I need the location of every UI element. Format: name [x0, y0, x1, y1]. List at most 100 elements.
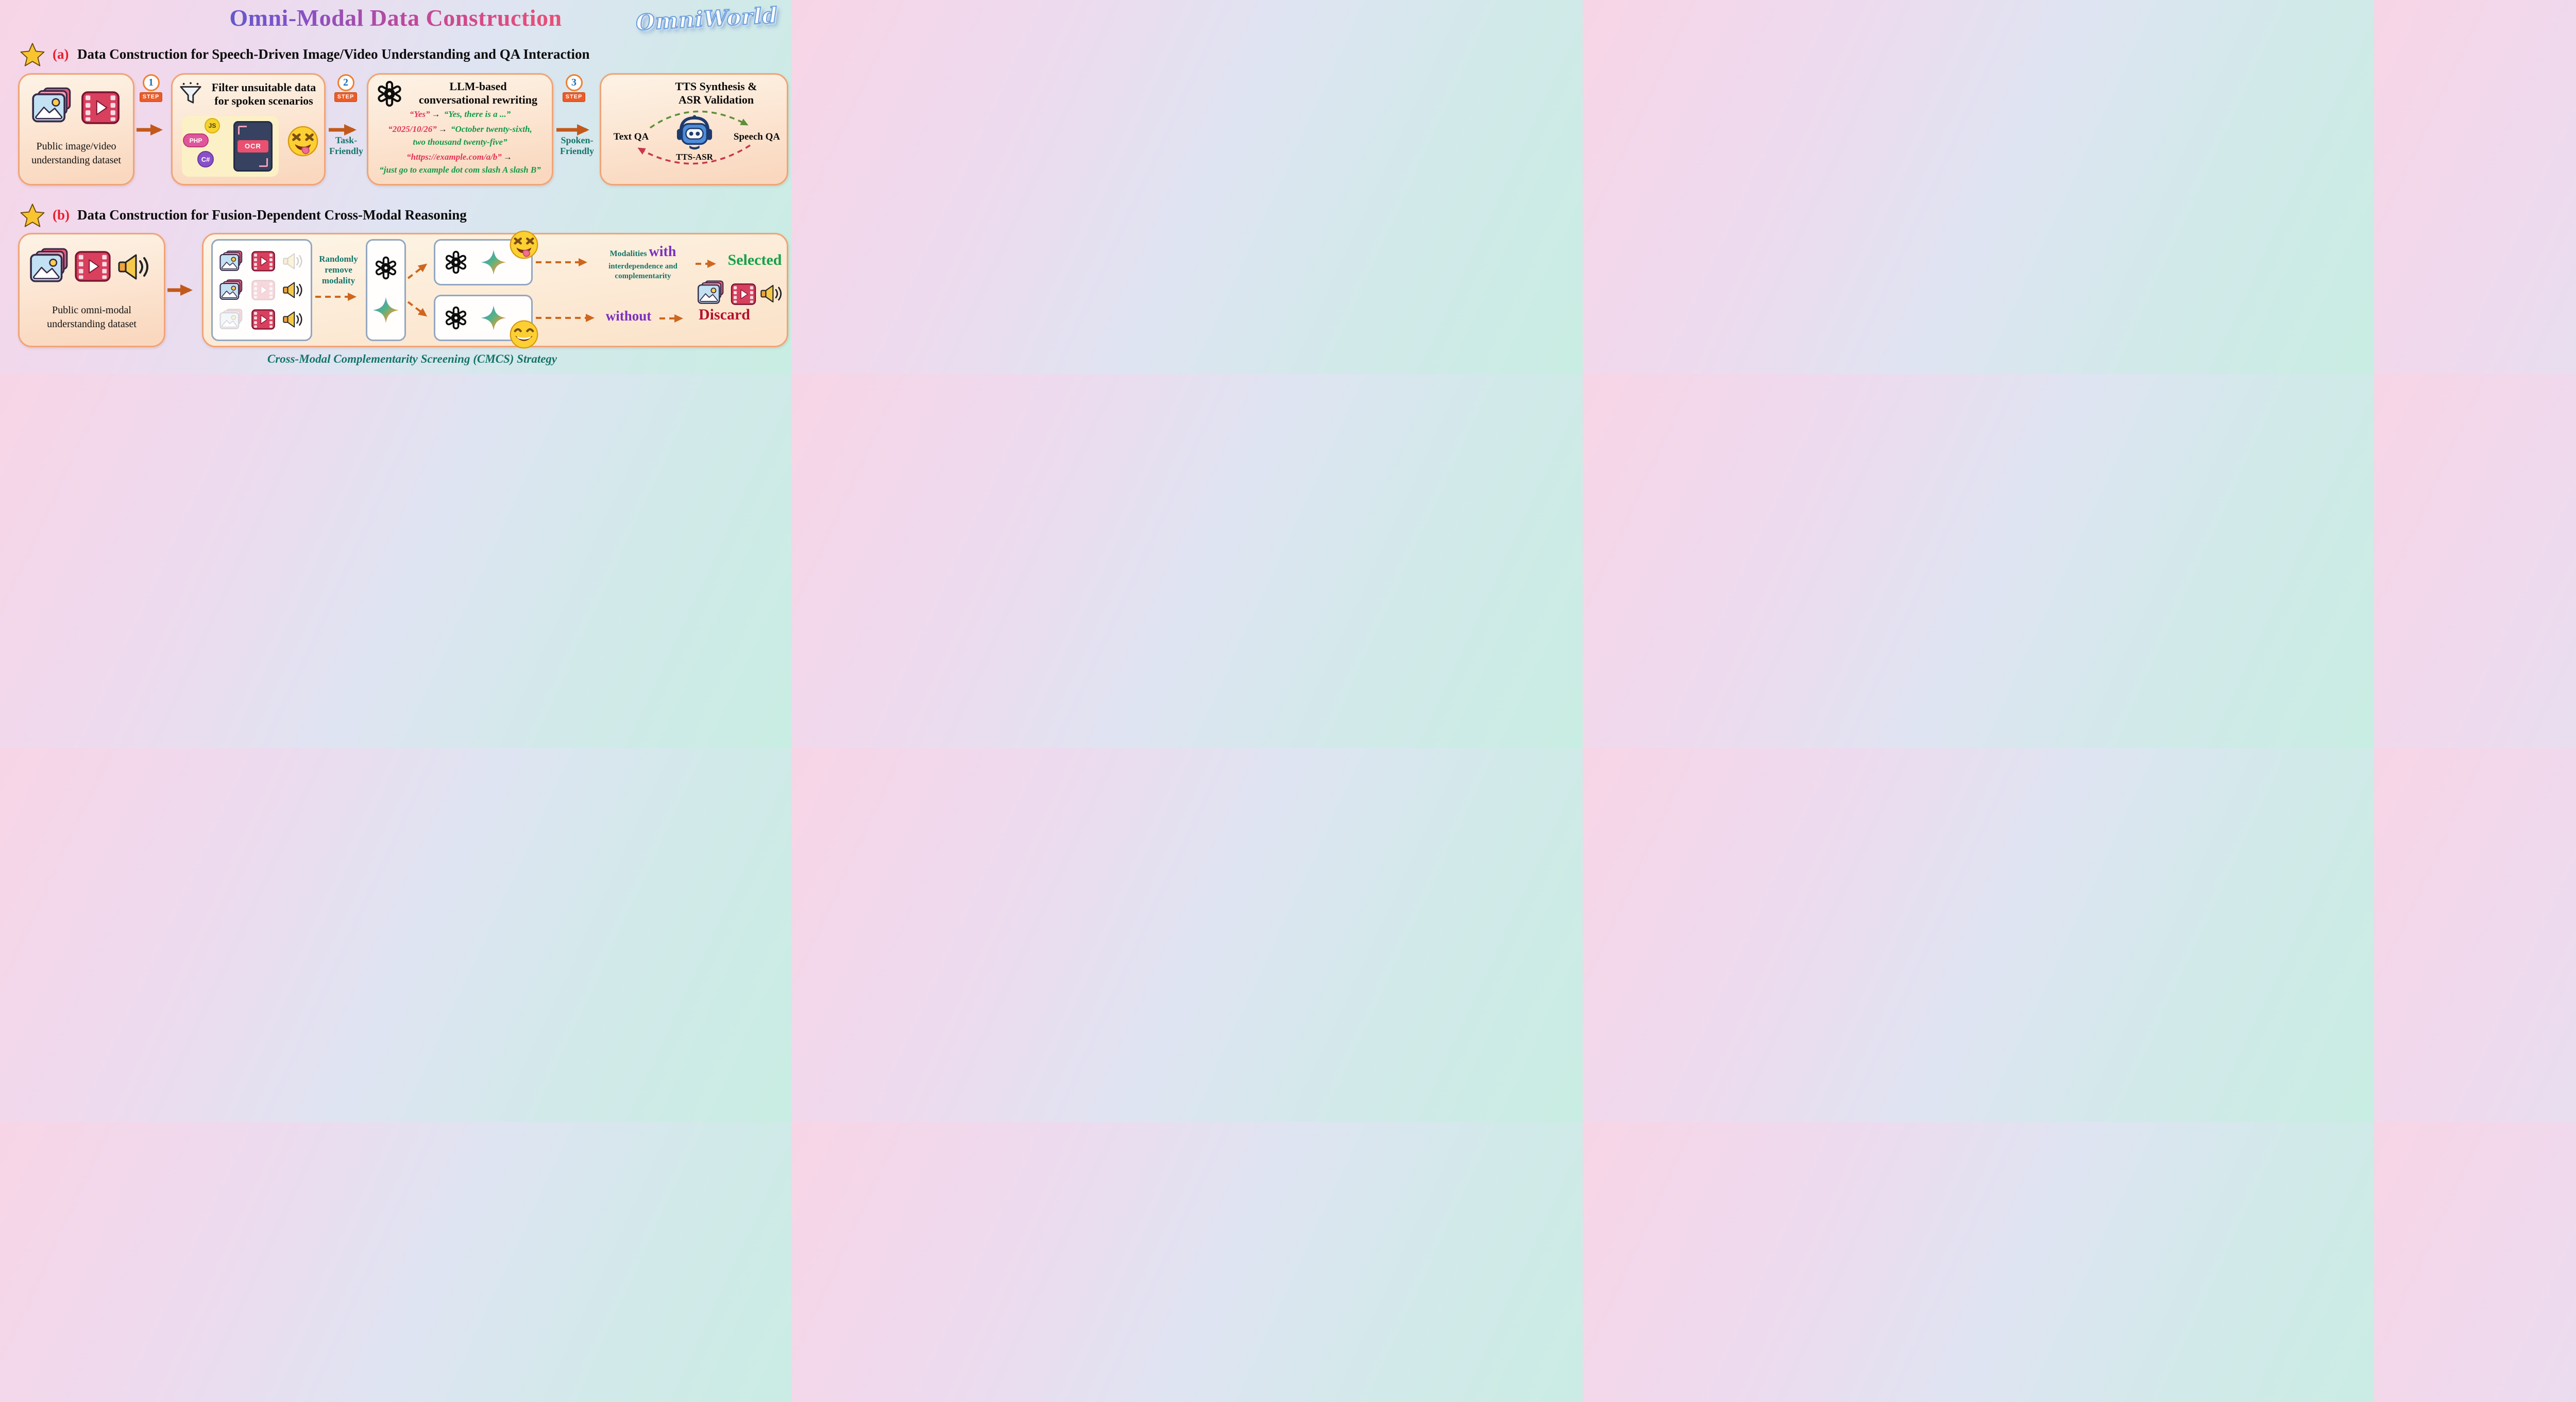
tts-title-line2: ASR Validation: [678, 93, 754, 106]
selected-label: Selected: [727, 251, 782, 268]
tts-asr-box: TTS Synthesis & ASR Validation Text QA S…: [600, 73, 788, 185]
step-2-label: STEP: [334, 92, 358, 102]
star-icon: [20, 203, 45, 228]
with-keyword: with: [649, 244, 676, 260]
example-1-arrow: →: [431, 109, 440, 119]
remove-line1: Randomly: [319, 254, 358, 264]
speaker-icon: [283, 280, 304, 300]
step-3-number: 3: [565, 74, 583, 91]
text-qa-label: Text QA: [613, 131, 649, 142]
example-2-original: “2025/10/26”: [388, 124, 437, 134]
rewrite-example-3: “https://example.com/a/b”→: [370, 150, 550, 163]
dataset-b-caption: Public omni-modal understanding dataset: [20, 303, 164, 331]
example-2-rewritten-line2: two thousand twenty-five”: [413, 137, 507, 147]
robot-icon: [674, 114, 715, 152]
waveform-icon: [611, 82, 646, 104]
llm-box-title: LLM-based conversational rewriting: [405, 80, 551, 107]
gpt-logo-icon: [376, 80, 403, 108]
llm-title-line2: conversational rewriting: [419, 93, 537, 106]
example-3-original: “https://example.com/a/b”: [406, 152, 502, 162]
video-icon: [731, 283, 756, 305]
modality-grid: [211, 239, 312, 341]
dataset-a-caption-line2: understanding dataset: [31, 155, 121, 166]
dizzy-face-icon: [509, 230, 539, 260]
example-1-original: “Yes”: [409, 109, 430, 119]
video-icon: [74, 251, 111, 282]
rewrite-example-2: “2025/10/26”→ “October twenty-sixth,: [370, 123, 550, 136]
modalities-line3: complementarity: [615, 272, 671, 280]
llm-judge-box: [366, 239, 406, 341]
ocr-label: OCR: [238, 140, 268, 153]
modalities-with-label: Modalities with interdependence and comp…: [592, 244, 693, 281]
modalities-line2: interdependence and: [608, 262, 677, 271]
image-stack-icon-faded: [219, 309, 244, 330]
discard-label: Discard: [699, 306, 750, 323]
spoken-friendly-label: Spoken- Friendly: [554, 135, 600, 157]
without-label: without: [605, 308, 652, 324]
gpt-logo-icon: [444, 306, 468, 330]
image-stack-icon: [29, 248, 70, 284]
speaker-icon: [283, 310, 304, 329]
laughing-face-icon: [509, 319, 539, 349]
step-2-badge: 2 STEP: [334, 74, 358, 102]
tts-asr-label: TTS-ASR: [676, 152, 713, 162]
step-1-label: STEP: [139, 92, 163, 102]
dizzy-face-icon: [287, 125, 319, 157]
video-icon-faded: [251, 280, 275, 300]
image-stack-icon: [219, 250, 244, 272]
remove-line2: remove: [325, 265, 352, 275]
modality-row-1: [219, 250, 304, 272]
modality-row-2: [219, 279, 304, 301]
step-3-badge: 3 STEP: [562, 74, 586, 102]
section-b-tag: (b): [53, 207, 70, 223]
speaker-icon: [760, 283, 784, 305]
example-1-rewritten: “Yes, there is a ...”: [444, 109, 511, 119]
task-friendly-line1: Task-: [335, 135, 358, 145]
section-a-heading: Data Construction for Speech-Driven Imag…: [77, 46, 590, 62]
code-panel: JS PHP C# OCR: [182, 116, 279, 177]
dataset-box-a: Public image/video understanding dataset: [18, 73, 134, 185]
step-1-number: 1: [142, 74, 160, 91]
section-b-heading: Data Construction for Fusion-Dependent C…: [77, 207, 467, 223]
remove-line3: modality: [321, 276, 355, 285]
dataset-a-caption: Public image/video understanding dataset: [20, 140, 133, 167]
rewrite-example-3-cont: “just go to example dot com slash A slas…: [370, 163, 550, 176]
filter-title-line2: for spoken scenarios: [214, 94, 313, 107]
dataset-a-caption-line1: Public image/video: [36, 141, 116, 152]
spoken-friendly-line1: Spoken-: [561, 135, 594, 145]
tts-box-title: TTS Synthesis & ASR Validation: [649, 80, 784, 107]
llm-rewriting-box: LLM-based conversational rewriting “Yes”…: [367, 73, 553, 185]
js-badge: JS: [205, 118, 220, 133]
modalities-prefix: Modalities: [609, 249, 647, 258]
gemini-icon: [480, 248, 507, 276]
filter-title-line1: Filter unsuitable data: [211, 81, 316, 94]
example-3-arrow: →: [503, 152, 512, 162]
video-icon: [251, 251, 275, 272]
task-friendly-line2: Friendly: [329, 146, 363, 156]
dataset-b-caption-line2: understanding dataset: [47, 318, 137, 330]
rewrite-example-1: “Yes”→ “Yes, there is a ...”: [370, 108, 550, 121]
video-icon: [251, 309, 275, 330]
rewrite-example-2-cont: two thousand twenty-five”: [370, 136, 550, 148]
step-3-label: STEP: [562, 92, 586, 102]
image-stack-icon: [219, 279, 244, 301]
video-icon: [80, 91, 121, 124]
filter-box-title: Filter unsuitable data for spoken scenar…: [204, 81, 324, 108]
star-icon: [20, 42, 45, 67]
rewriting-examples: “Yes”→ “Yes, there is a ...” “2025/10/26…: [370, 108, 550, 176]
example-2-rewritten-line1: “October twenty-sixth,: [450, 124, 532, 134]
task-friendly-label: Task- Friendly: [325, 135, 368, 157]
cmcs-caption: Cross-Modal Complementarity Screening (C…: [267, 352, 557, 365]
gpt-logo-icon: [444, 250, 468, 275]
gpt-logo-icon: [374, 256, 398, 280]
php-badge: PHP: [183, 133, 209, 147]
csharp-badge: C#: [197, 151, 214, 167]
dataset-box-b: Public omni-modal understanding dataset: [18, 233, 165, 347]
tts-title-line1: TTS Synthesis &: [675, 80, 757, 93]
image-stack-icon: [697, 280, 725, 305]
image-stack-icon: [31, 87, 73, 124]
funnel-icon: [179, 82, 202, 106]
step-2-number: 2: [337, 74, 354, 91]
example-3-rewritten: “just go to example dot com slash A slas…: [379, 165, 541, 175]
llm-title-line1: LLM-based: [449, 80, 507, 93]
